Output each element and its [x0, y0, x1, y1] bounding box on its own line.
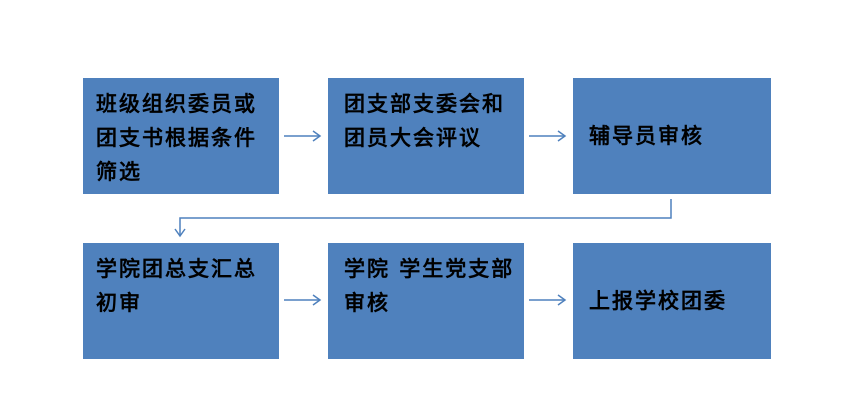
flow-step-party-branch-review: 学院 学生党支部审核 — [328, 243, 524, 359]
flow-step-college-preliminary-review: 学院团总支汇总初审 — [83, 243, 279, 359]
flow-step-counselor-review: 辅导员审核 — [573, 78, 771, 194]
flow-step-label: 班级组织委员或团支书根据条件筛选 — [96, 91, 257, 184]
flow-step-label: 学院团总支汇总初审 — [96, 256, 257, 315]
flow-step-class-screening: 班级组织委员或团支书根据条件筛选 — [83, 78, 279, 194]
flow-step-report-to-university: 上报学校团委 — [573, 243, 771, 359]
flow-step-label: 上报学校团委 — [589, 288, 727, 313]
flow-step-label: 学院 学生党支部审核 — [344, 256, 515, 315]
arrow-step4-to-step5 — [284, 294, 322, 306]
flow-step-label: 辅导员审核 — [589, 123, 704, 148]
arrow-step1-to-step2 — [284, 130, 322, 142]
flow-step-label: 团支部支委会和团员大会评议 — [344, 91, 505, 150]
arrow-step2-to-step3 — [529, 130, 567, 142]
arrow-step5-to-step6 — [529, 294, 567, 306]
arrow-step3-to-step4 — [174, 199, 672, 238]
flow-step-branch-review: 团支部支委会和团员大会评议 — [328, 78, 524, 194]
